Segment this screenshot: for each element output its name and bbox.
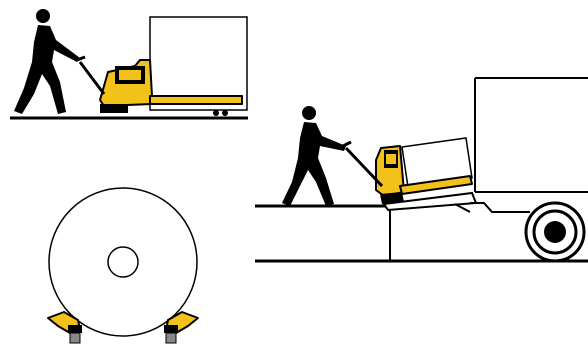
- scene-large-wheel-with-castors: [48, 188, 198, 343]
- scene-pallet-truck-on-dock-ramp: [255, 78, 588, 261]
- hub: [108, 247, 138, 277]
- truck-wheel: [526, 203, 584, 261]
- operator-figure: [282, 106, 346, 206]
- truck-body: [470, 78, 588, 212]
- operator-figure: [14, 9, 80, 114]
- scene-pallet-truck-pushing-load: [10, 9, 248, 118]
